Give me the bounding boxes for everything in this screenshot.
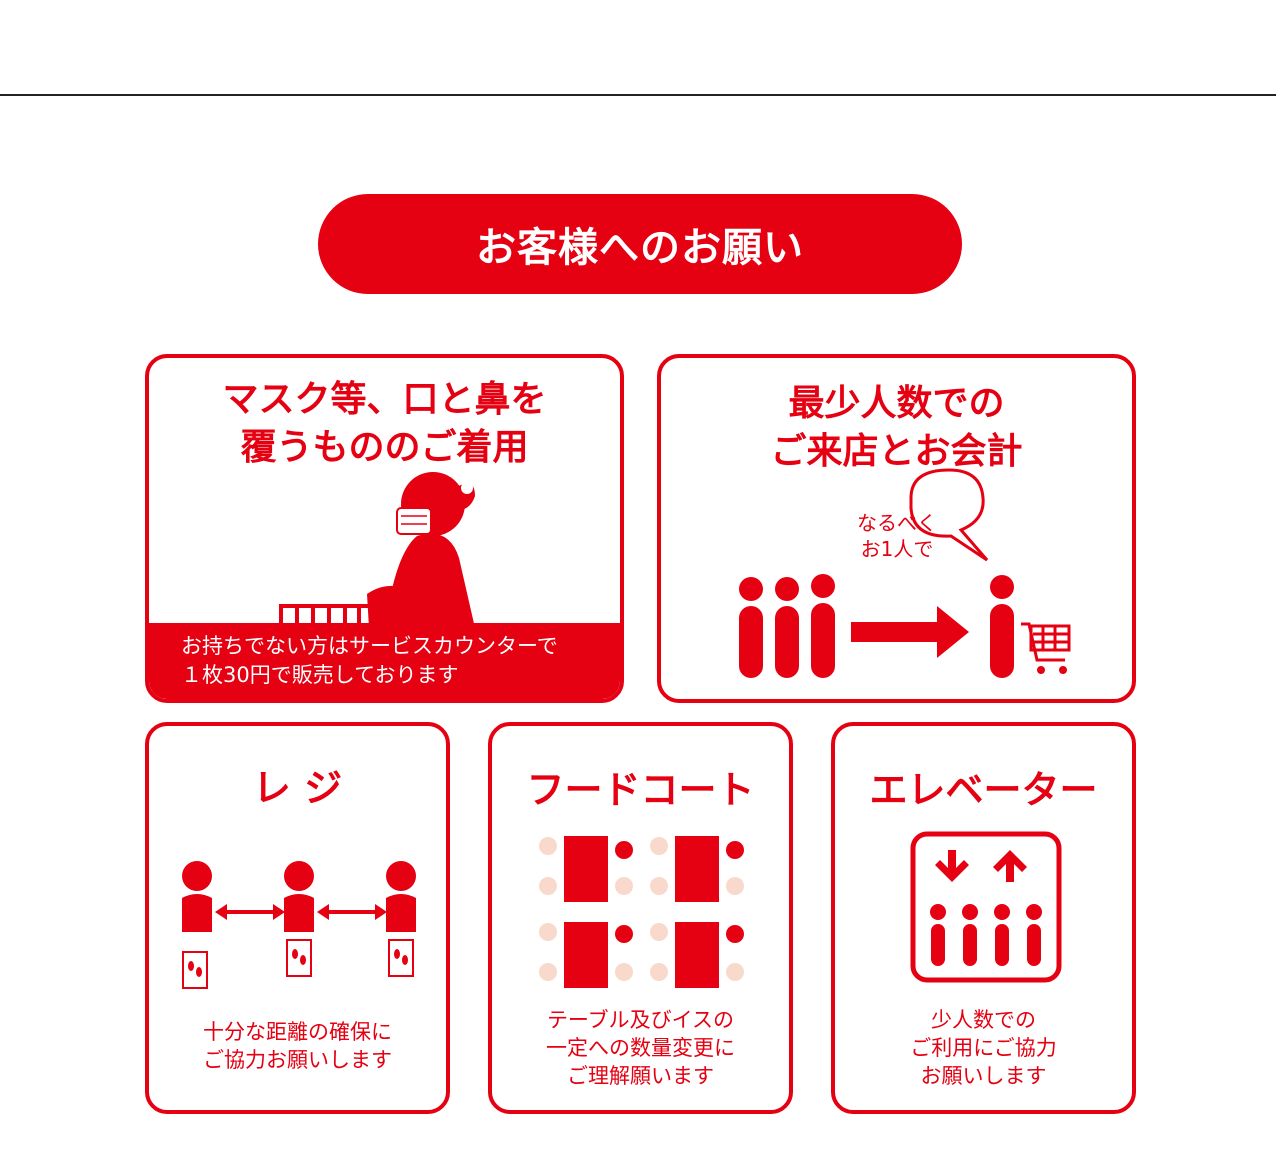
register-card-caption: 十分な距離の確保に ご協力お願いします <box>203 1020 392 1072</box>
foodcourt-card-caption: テーブル及びイスの 一定への数量変更に ご理解願います <box>546 1008 735 1088</box>
elevator-card: エレベーター 少人数での ご利用にご協力 お願いします <box>831 722 1136 1114</box>
woman-wearing-mask-with-cart-icon <box>279 472 475 630</box>
register-card-title: レ ジ <box>252 766 343 810</box>
elevator-few-people-icon <box>910 831 1062 983</box>
shopping-card: 最少人数での ご来店とお会計 <box>657 354 1136 703</box>
page-title: お客様へのお願い <box>476 225 804 271</box>
register-card: レ ジ 十分な距離の確保に ご協力お願いします <box>145 722 450 1114</box>
shopping-card-title: 最少人数での ご来店とお会計 <box>770 383 1023 472</box>
mask-card: マスク等、口と鼻を 覆うもののご着用 お持ちでない方はサービスカウンターで １枚… <box>145 354 624 703</box>
speech-bubble-text: なるべく お1人で <box>857 511 937 561</box>
social-distancing-queue-icon <box>182 861 416 989</box>
page-title-banner: お客様へのお願い <box>318 194 962 294</box>
foodcourt-card-title: フードコート <box>526 768 755 812</box>
mask-card-title: マスク等、口と鼻を 覆うもののご着用 <box>222 379 547 468</box>
foodcourt-card: フードコート テーブル及びイスの 一定への数量変更に ご理解願います <box>488 722 793 1114</box>
mask-sales-note: お持ちでない方はサービスカウンターで １枚30円で販売しております <box>149 623 620 699</box>
group-to-single-shopper-icon <box>739 468 1071 678</box>
reduced-seating-tables-icon <box>539 836 744 988</box>
elevator-card-caption: 少人数での ご利用にご協力 お願いします <box>910 1008 1057 1088</box>
elevator-card-title: エレベーター <box>869 768 1098 812</box>
top-divider <box>0 94 1276 96</box>
